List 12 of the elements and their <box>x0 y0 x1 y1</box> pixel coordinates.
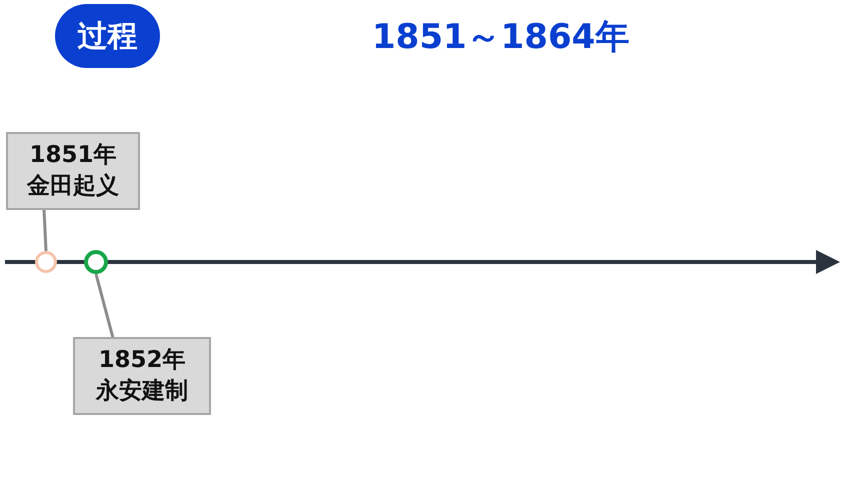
section-tag: 过程 <box>55 4 160 68</box>
leader-line <box>42 208 48 252</box>
callout-text: 金田起义 <box>27 172 119 201</box>
event-marker <box>84 250 108 274</box>
event-marker <box>35 251 57 273</box>
leader-line <box>94 274 114 338</box>
title: 1851～1864年 <box>372 16 630 59</box>
callout-text: 1852年 <box>98 346 186 375</box>
callout-box <box>73 337 211 415</box>
callout-text: 1851年 <box>29 140 116 170</box>
callout-text: 永安建制 <box>96 377 188 406</box>
callout-box <box>6 132 140 210</box>
